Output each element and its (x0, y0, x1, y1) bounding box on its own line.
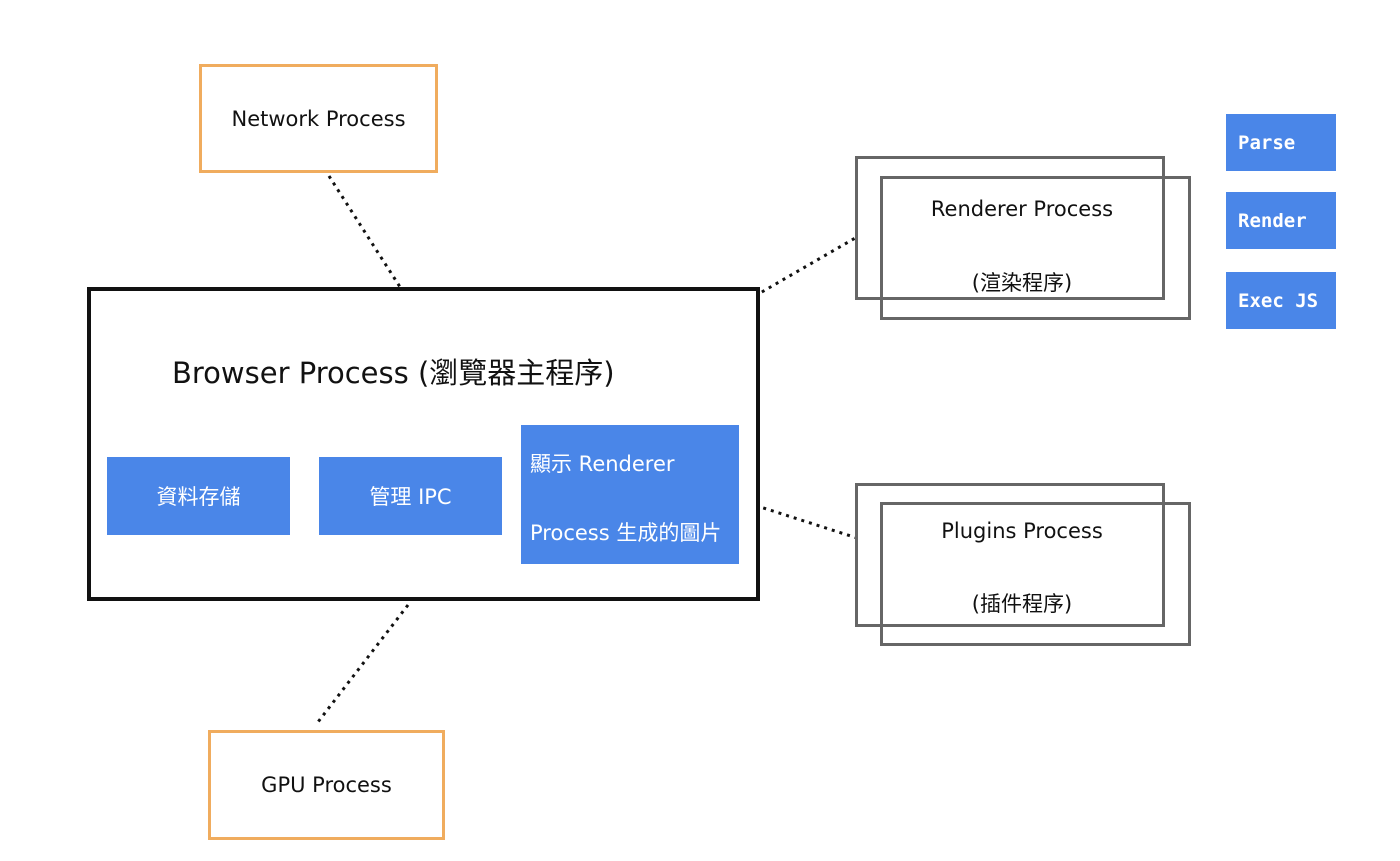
module-display-line1: 顯示 Renderer (530, 452, 675, 476)
renderer-process-box-back (855, 156, 1165, 300)
plugins-process-box-front (880, 502, 1191, 646)
module-manage-ipc-label: 管理 IPC (369, 485, 452, 509)
connector-browser-plugins (747, 501, 858, 540)
gpu-process-label: GPU Process (261, 773, 392, 797)
network-process-label: Network Process (231, 106, 406, 131)
connector-browser-renderer (747, 235, 858, 302)
renderer-process-subtitle: (渲染程序) (971, 271, 1073, 295)
renderer-process-title: Renderer Process (930, 197, 1114, 221)
renderer-task-exec-js: Exec JS (1226, 272, 1336, 329)
module-data-storage: 資料存儲 (107, 457, 290, 535)
plugins-process-box-back (855, 483, 1165, 627)
module-display-renderer-output: 顯示 Renderer Process 生成的圖片 (521, 425, 739, 564)
network-process-box: Network Process (199, 64, 438, 173)
renderer-process-box-front (880, 176, 1191, 320)
module-data-storage-label: 資料存儲 (156, 485, 241, 509)
renderer-task-parse: Parse (1226, 114, 1336, 171)
browser-process-title: Browser Process (瀏覽器主程序) (172, 356, 615, 390)
plugins-process-title: Plugins Process (941, 519, 1103, 543)
renderer-task-render: Render (1226, 192, 1336, 249)
module-display-line2: Process 生成的圖片 (530, 521, 722, 545)
plugins-process-subtitle: (插件程序) (971, 592, 1073, 616)
connector-browser-gpu (316, 604, 410, 723)
connector-network-browser (327, 175, 402, 288)
gpu-process-box: GPU Process (208, 730, 445, 840)
module-manage-ipc: 管理 IPC (319, 457, 502, 535)
